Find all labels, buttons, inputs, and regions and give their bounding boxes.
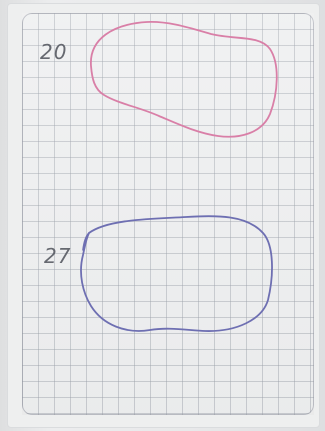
handwritten-number-20: 20 xyxy=(40,40,68,64)
pink-outline-shape xyxy=(90,21,278,138)
blue-outline-start-mark xyxy=(82,232,90,251)
handwritten-number-27: 27 xyxy=(44,244,72,268)
blue-outline-shape xyxy=(80,215,273,332)
